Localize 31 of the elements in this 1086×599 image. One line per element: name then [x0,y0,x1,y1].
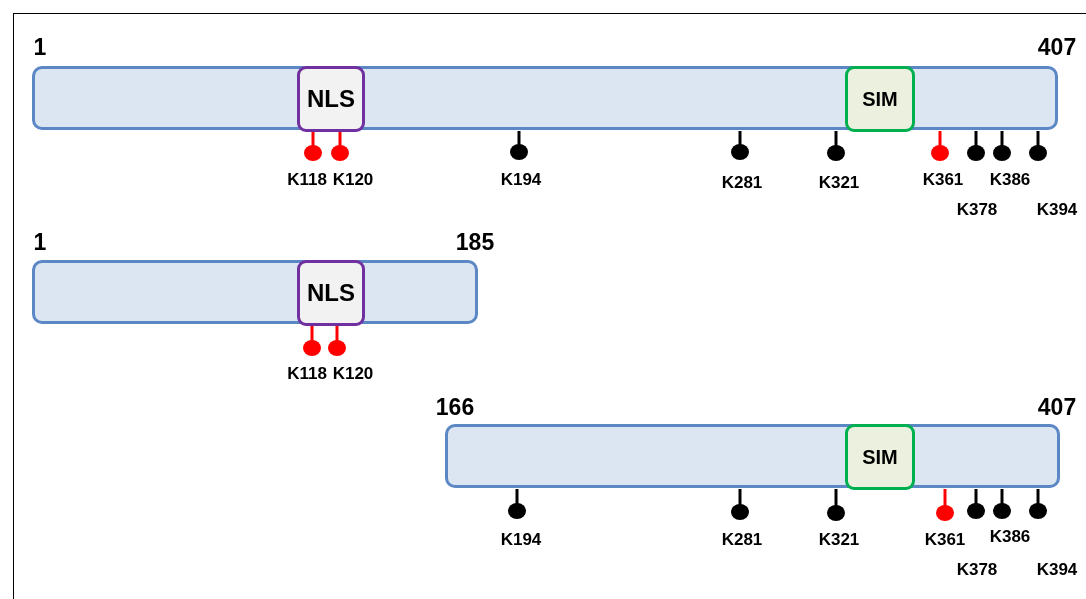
lysine-label: K361 [922,170,964,190]
protein-bar [32,260,478,324]
protein-bar [32,66,1058,130]
lysine-label: K120 [332,364,374,384]
lysine-label: K118 [287,170,327,190]
lysine-label: K394 [1036,560,1078,580]
residue-number: 407 [1037,33,1077,61]
residue-number: 185 [455,228,495,256]
lysine-label: K281 [721,530,763,550]
lysine-label: K394 [1036,200,1078,220]
lysine-label: K378 [956,200,998,220]
nls-domain-box: NLS [297,260,365,326]
nls-domain-box: NLS [297,66,365,132]
lysine-label: K281 [721,173,763,193]
sim-domain-box: SIM [845,66,915,132]
lysine-label: K321 [818,530,860,550]
residue-number: 166 [435,393,475,421]
lysine-label: K194 [500,170,542,190]
residue-number: 1 [33,228,47,256]
lysine-label: K378 [956,560,998,580]
lysine-label: K361 [924,530,966,550]
lysine-label: K386 [989,170,1031,190]
lysine-label: K118 [287,364,327,384]
sim-domain-box: SIM [845,424,915,490]
residue-number: 407 [1037,393,1077,421]
lysine-label: K386 [989,527,1031,547]
lysine-label: K194 [500,530,542,550]
lysine-label: K321 [818,173,860,193]
residue-number: 1 [33,33,47,61]
lysine-label: K120 [332,170,374,190]
protein-bar [445,424,1060,488]
